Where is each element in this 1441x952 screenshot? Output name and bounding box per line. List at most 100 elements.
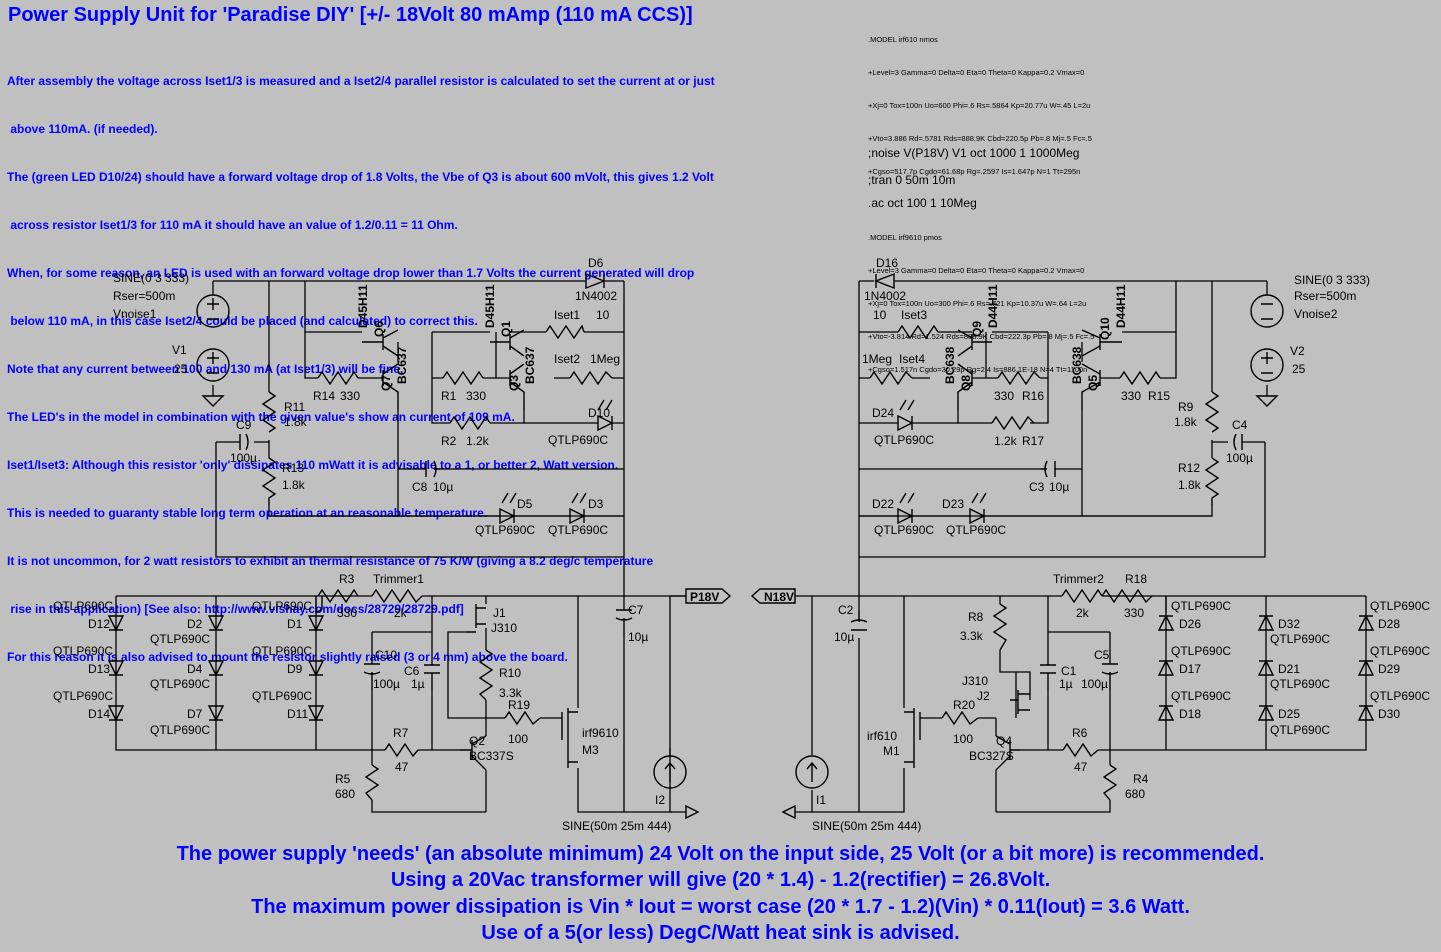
transistor-q1[interactable] — [490, 329, 525, 357]
resistor-r18[interactable] — [1101, 588, 1153, 604]
led-d23[interactable] — [969, 492, 987, 525]
led-d24[interactable] — [897, 399, 915, 432]
capacitor-c1[interactable] — [1040, 664, 1056, 690]
resistor-r10[interactable] — [478, 649, 494, 701]
resistor-r6[interactable] — [1062, 742, 1099, 758]
resistor-r9[interactable] — [1204, 391, 1220, 433]
transistor-q7[interactable] — [382, 363, 399, 410]
resistor-r15[interactable] — [1119, 370, 1161, 386]
voltage-source-vnoise1[interactable] — [196, 294, 230, 328]
component-label: R4 — [1133, 772, 1149, 786]
capacitor-c6[interactable] — [424, 664, 440, 690]
transistor-q6[interactable] — [362, 329, 399, 357]
resistor-r8[interactable] — [992, 603, 1008, 651]
led-d22[interactable] — [897, 492, 915, 525]
transistor-q8[interactable] — [957, 363, 973, 410]
note-line: The (green LED D10/24) should have a for… — [7, 170, 714, 184]
resistor-r19[interactable] — [504, 710, 541, 726]
trimmer-2[interactable] — [1061, 588, 1103, 604]
resistor-r11[interactable] — [261, 391, 277, 433]
capacitor-c10[interactable] — [363, 663, 381, 690]
transistor-q3[interactable] — [509, 363, 525, 410]
voltage-source-v1[interactable] — [196, 348, 230, 382]
component-label: 1µ — [411, 677, 425, 691]
jfet-j2[interactable] — [1010, 690, 1030, 714]
capacitor-c2[interactable] — [850, 610, 868, 631]
voltage-source-v2[interactable] — [1250, 348, 1284, 382]
resistor-r4[interactable] — [1102, 764, 1118, 801]
led-d3[interactable] — [569, 492, 587, 525]
capacitor-c5[interactable] — [1101, 663, 1119, 690]
current-source-i1[interactable] — [795, 755, 829, 789]
resistor-r3[interactable] — [315, 588, 359, 614]
component-label: R1 — [441, 389, 457, 403]
resistor-r20[interactable] — [941, 710, 979, 726]
component-label: QTLP690C — [1370, 599, 1430, 613]
mosfet-m3[interactable] — [561, 708, 578, 768]
component-label: SINE(0 3 333) — [113, 271, 189, 285]
resistor-r17[interactable] — [991, 415, 1035, 431]
resistor-iset4[interactable] — [869, 370, 913, 386]
transistor-q2[interactable] — [460, 735, 487, 771]
capacitor-c3[interactable] — [1041, 460, 1056, 478]
voltage-source-vnoise2[interactable] — [1250, 294, 1284, 328]
capacitor-c4[interactable] — [1233, 433, 1243, 451]
net-label-n18v[interactable]: N18V — [750, 588, 796, 604]
component-label: QTLP690C — [475, 523, 535, 537]
component-label: C2 — [838, 603, 854, 617]
page-title: Power Supply Unit for 'Paradise DIY' [+/… — [8, 4, 693, 26]
component-label: 330 — [337, 606, 357, 620]
component-label: 1.8k — [1178, 478, 1202, 492]
resistor-iset1[interactable] — [545, 324, 585, 340]
component-label: 10µ — [834, 630, 854, 644]
resistor-r7[interactable] — [384, 742, 419, 758]
component-vertical-label: BC638 — [943, 346, 957, 384]
resistor-r1[interactable] — [442, 370, 484, 386]
component-label: D11 — [287, 707, 308, 721]
resistor-iset2[interactable] — [569, 370, 613, 386]
model-line: +Vto=3.886 Rd=.5781 Rds=888.9K Cbd=220.5… — [868, 134, 1092, 143]
component-label: QTLP690C — [150, 723, 210, 737]
component-labels: SINE(0 3 333)Rser=500mVnoise1V125D61N400… — [53, 256, 1430, 833]
component-label: 330 — [994, 389, 1014, 403]
resistor-iset3[interactable] — [897, 324, 939, 340]
component-label: R12 — [1178, 461, 1200, 475]
resistor-r16[interactable] — [997, 370, 1041, 386]
note-line: below 110 mA, in this case Iset2/4 could… — [7, 314, 478, 328]
component-label: 330 — [466, 389, 486, 403]
resistor-r12[interactable] — [1204, 457, 1220, 505]
component-label: C1 — [1061, 664, 1077, 678]
note-line: When, for some reason, an LED is used wi… — [7, 266, 695, 280]
led-d10[interactable] — [597, 399, 614, 432]
current-source-i2[interactable] — [653, 755, 687, 789]
component-label: Trimmer2 — [1053, 572, 1104, 586]
component-label: QTLP690C — [150, 632, 210, 646]
trimmer-1[interactable] — [371, 588, 423, 604]
led-d5[interactable] — [499, 492, 517, 525]
component-label: 1Meg — [590, 352, 620, 366]
capacitor-c7[interactable] — [615, 609, 633, 638]
component-label: 2k — [1076, 606, 1090, 620]
resistor-r5[interactable] — [364, 764, 380, 801]
resistor-r14[interactable] — [317, 370, 359, 386]
transistor-q10[interactable] — [1081, 329, 1122, 357]
component-label: QTLP690C — [53, 689, 113, 703]
component-label: D24 — [872, 406, 894, 420]
component-label: V2 — [1290, 344, 1305, 358]
net-label-p18v[interactable]: P18V — [685, 588, 732, 604]
diode-d6[interactable] — [585, 272, 606, 290]
jfet-j1[interactable] — [466, 604, 486, 633]
diode-d16[interactable] — [874, 272, 895, 290]
mosfet-m1[interactable] — [904, 708, 921, 768]
model-line: +Xj=0 Tox=100n Uo=300 Phi=.6 Rs=.721 Kp=… — [868, 299, 1087, 308]
transistor-q5[interactable] — [1081, 363, 1101, 410]
capacitor-c8[interactable] — [425, 460, 440, 478]
component-label: 680 — [335, 787, 355, 801]
component-label: R11 — [284, 400, 305, 414]
transistor-q9[interactable] — [957, 329, 992, 357]
resistor-r2[interactable] — [449, 415, 491, 431]
note-line: above 110mA. (if needed). — [7, 122, 158, 136]
transistor-q4[interactable] — [995, 735, 1020, 771]
capacitor-c9[interactable] — [239, 433, 249, 451]
resistor-r13[interactable] — [261, 457, 277, 505]
